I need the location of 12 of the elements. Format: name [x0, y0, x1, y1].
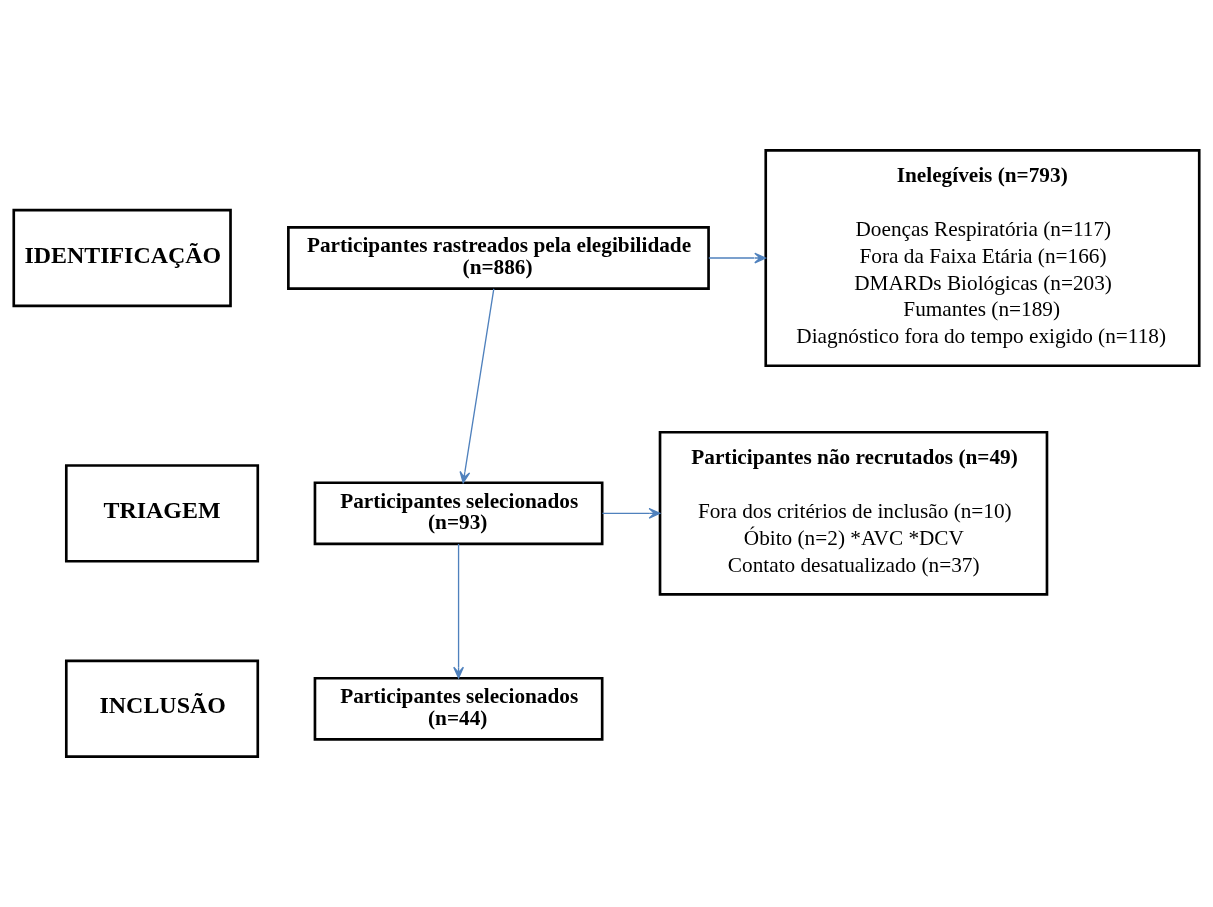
node-box: INCLUSÃO — [64, 659, 260, 758]
node-box: Participantes não recrutados (n=49) Fora dos critérios de inclusão (n=10) Óbito (n=2) *AVC *DCV Contato desatualizado (n=37) — [658, 430, 1049, 596]
node-box: TRIAGEM — [64, 464, 260, 563]
arrow — [601, 507, 661, 519]
node-box: Participantes selecionados (n=44) — [313, 676, 604, 741]
node-box: Participantes rastreados pela elegibilidade (n=886) — [287, 226, 710, 290]
arrow — [708, 252, 767, 264]
node-box: Participantes selecionados (n=93) — [313, 481, 604, 546]
arrow — [453, 543, 464, 679]
node-box: Inelegíveis (n=793) Doenças Respiratória (n=117) Fora da Faixa Etária (n=166) DMARDs Biológicas (n=203) Fumantes (n=189) Diagnóstico fora do tempo exigido (n=118) — [764, 149, 1201, 368]
arrow — [459, 288, 495, 484]
node-box: IDENTIFICAÇÃO — [12, 208, 232, 308]
